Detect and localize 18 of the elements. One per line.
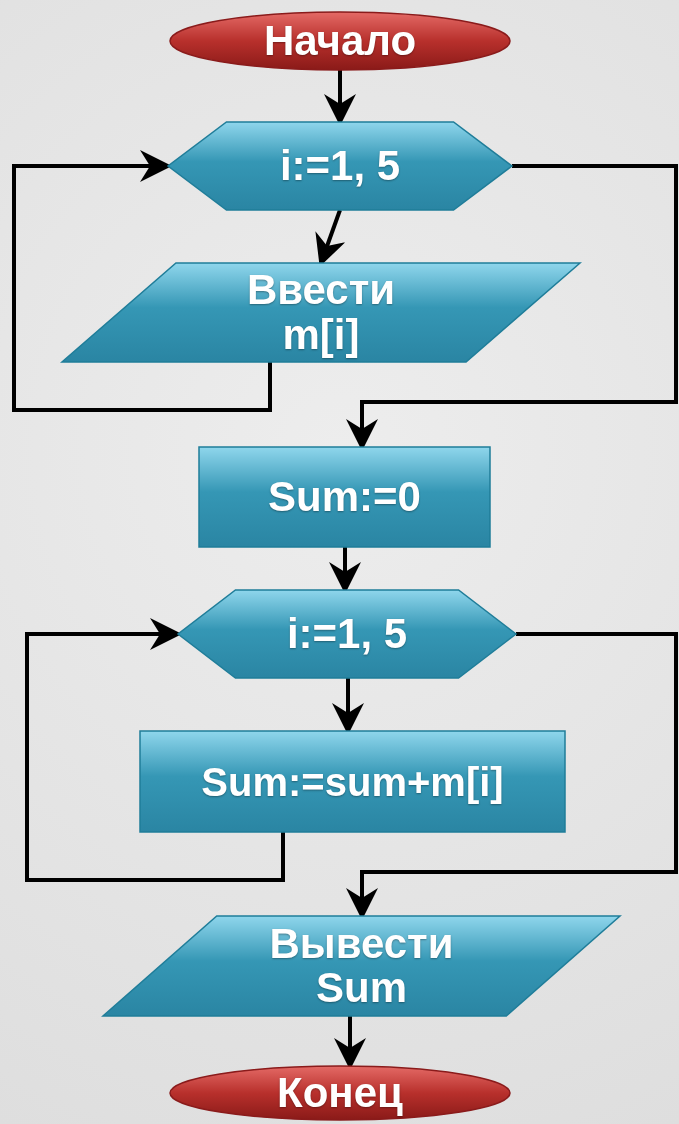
arrow (12, 150, 272, 412)
terminator-oval (170, 12, 510, 70)
terminator-oval (170, 1066, 510, 1120)
loop-hexagon (178, 590, 516, 678)
arrow (25, 618, 285, 882)
node-label: i:=1, 5 (279, 143, 401, 189)
node-label: Вывести Sum (268, 921, 455, 1011)
process-box (140, 731, 565, 832)
loop-hexagon (168, 122, 512, 210)
output-parallelogram (103, 916, 620, 1016)
node-label: Sum:=0 (268, 474, 421, 520)
node-label: Ввести m[i] (245, 268, 397, 357)
node-label: Начало (263, 18, 417, 64)
process-box (199, 447, 490, 547)
node-label: Конец (277, 1070, 403, 1116)
node-label: Sum:=sum+m[i] (201, 760, 504, 803)
node-label: i:=1, 5 (286, 611, 408, 657)
input-parallelogram (62, 263, 580, 362)
